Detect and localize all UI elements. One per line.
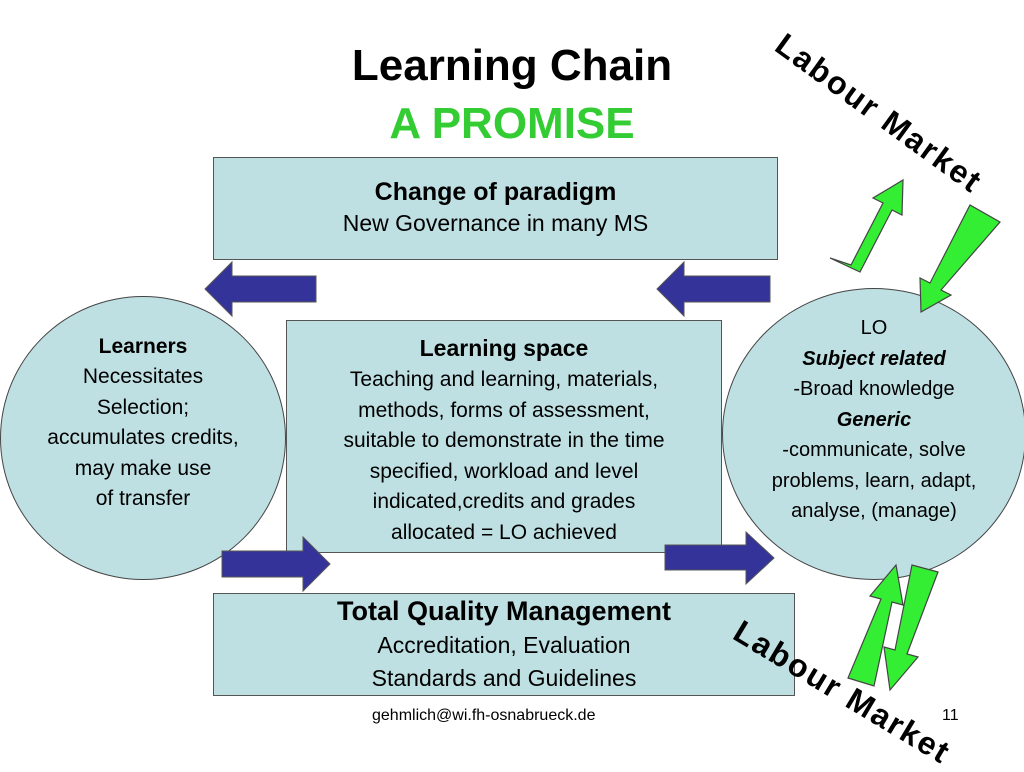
lo-broad-knowledge: -Broad knowledge [793, 378, 955, 400]
tqm-box: Total Quality Management Accreditation, … [213, 593, 795, 696]
learners-circle: Learners Necessitates Selection; accumul… [0, 296, 286, 580]
lo-generic-line: -communicate, solve [782, 439, 966, 461]
lo-subject-related: Subject related [802, 347, 946, 370]
slide-number: 11 [942, 707, 959, 724]
lo-circle: LO Subject related -Broad knowledge Gene… [722, 288, 1024, 580]
learning-space-line: indicated,credits and grades [372, 490, 636, 513]
learning-space-line: suitable to demonstrate in the time [343, 429, 665, 452]
change-of-paradigm-box: Change of paradigm New Governance in man… [213, 157, 778, 260]
title-line-1: Learning Chain [351, 41, 673, 90]
tqm-line-2: Standards and Guidelines [371, 665, 637, 691]
learning-space-heading: Learning space [419, 335, 589, 361]
green-double-arrow-icon [919, 204, 1001, 314]
green-double-arrow-icon [829, 178, 904, 273]
arrow-left-icon [204, 260, 317, 318]
lo-generic: Generic [836, 408, 912, 431]
learners-line: Necessitates [82, 365, 204, 388]
learning-space-line: methods, forms of assessment, [358, 398, 650, 422]
green-double-arrow-icon [883, 564, 939, 692]
arrow-right-icon [221, 535, 331, 593]
title-line-2: A PROMISE [389, 99, 635, 148]
learners-heading: Learners [98, 335, 188, 358]
learners-line: may make use [74, 456, 212, 480]
arrow-right-icon [664, 530, 775, 586]
tqm-heading: Total Quality Management [336, 596, 672, 626]
paradigm-text: New Governance in many MS [342, 210, 649, 236]
green-double-arrow-icon [847, 563, 904, 687]
lo-heading: LO [860, 317, 888, 339]
learning-space-line: allocated = LO achieved [391, 520, 617, 544]
footer-email: gehmlich@wi.fh-osnabrueck.de [372, 707, 596, 724]
learning-space-box: Learning space Teaching and learning, ma… [286, 320, 722, 553]
lo-generic-line: problems, learn, adapt, [771, 469, 977, 492]
learning-space-line: specified, workload and level [369, 459, 639, 483]
tqm-line-1: Accreditation, Evaluation [377, 632, 631, 658]
arrow-left-icon [656, 260, 771, 318]
lo-generic-line: analyse, (manage) [791, 500, 957, 522]
learners-line: accumulates credits, [47, 426, 239, 449]
learners-line: Selection; [96, 395, 190, 419]
learning-space-line: Teaching and learning, materials, [349, 368, 659, 391]
learners-line: of transfer [95, 487, 191, 510]
paradigm-heading: Change of paradigm [374, 178, 617, 206]
